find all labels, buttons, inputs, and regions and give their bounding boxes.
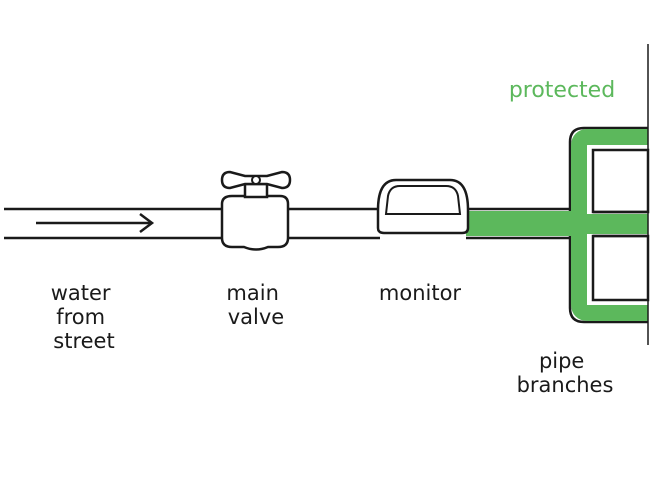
arrow-right-icon [36, 213, 155, 233]
label-monitor: monitor [379, 281, 462, 305]
monitor-device-icon [376, 178, 470, 235]
valve-icon [220, 170, 292, 251]
label-water-from-street: water from street [51, 281, 118, 353]
label-protected: protected [509, 78, 615, 103]
label-pipe-branches: pipe branches [517, 349, 614, 397]
label-main-valve: main valve [226, 281, 285, 329]
protected-pipe-branches [568, 44, 650, 345]
main-pipe [4, 207, 579, 240]
